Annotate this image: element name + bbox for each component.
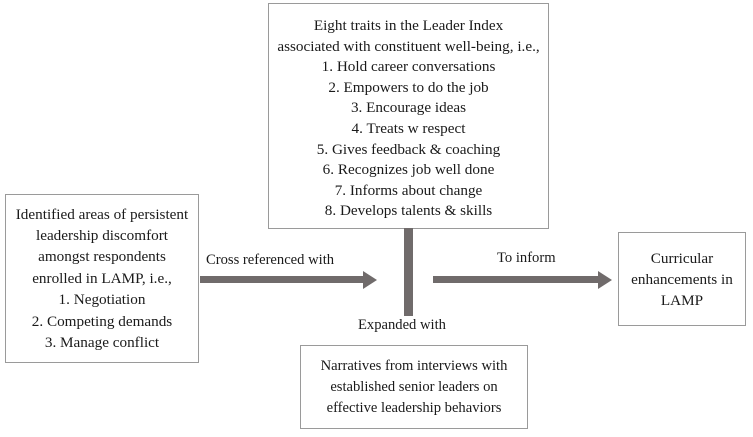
arrow-cross-referenced-shaft: [200, 276, 364, 283]
box-curricular-enhancements: Curricular enhancements in LAMP: [618, 232, 746, 326]
arrow-to-inform-shaft: [433, 276, 599, 283]
traits-item-8: 8. Develops talents & skills: [324, 202, 493, 220]
discomfort-line-3: amongst respondents: [38, 248, 166, 266]
traits-item-5: 5. Gives feedback & coaching: [316, 140, 501, 158]
discomfort-line-4: enrolled in LAMP, i.e.,: [32, 269, 172, 287]
narratives-line-1: Narratives from interviews with: [320, 357, 508, 374]
narratives-line-2: established senior leaders on: [330, 378, 498, 395]
curricular-line-2: enhancements in: [631, 270, 733, 288]
arrow-to-inform-head-icon: [598, 270, 612, 289]
traits-line-2: associated with constituent well-being, …: [277, 37, 540, 55]
discomfort-item-2: 2. Competing demands: [31, 312, 173, 330]
traits-item-3: 3. Encourage ideas: [350, 99, 467, 117]
label-cross-referenced-with: Cross referenced with: [206, 252, 335, 268]
arrow-cross-referenced-head-icon: [363, 270, 377, 289]
connector-vertical-traits: [404, 228, 413, 316]
curricular-line-3: LAMP: [660, 291, 704, 309]
traits-item-4: 4. Treats w respect: [351, 120, 466, 137]
box-narratives-interviews: Narratives from interviews with establis…: [300, 345, 528, 429]
traits-item-2: 2. Empowers to do the job: [328, 78, 489, 96]
box-leader-index-traits: Eight traits in the Leader Index associa…: [268, 3, 549, 229]
traits-item-7: 7. Informs about change: [334, 181, 483, 199]
traits-item-1: 1. Hold career conversations: [321, 58, 496, 76]
discomfort-line-1: Identified areas of persistent: [15, 205, 189, 223]
traits-line-1: Eight traits in the Leader Index: [313, 17, 504, 35]
box-leadership-discomfort: Identified areas of persistent leadershi…: [5, 194, 199, 363]
discomfort-line-2: leadership discomfort: [35, 226, 168, 244]
curricular-line-1: Curricular: [650, 249, 714, 267]
label-to-inform: To inform: [497, 250, 556, 266]
discomfort-item-3: 3. Manage conflict: [44, 334, 160, 352]
traits-item-6: 6. Recognizes job well done: [322, 161, 495, 179]
label-expanded-with: Expanded with: [358, 317, 446, 333]
discomfort-item-1: 1. Negotiation: [58, 291, 146, 309]
narratives-line-3: effective leadership behaviors: [326, 399, 502, 416]
